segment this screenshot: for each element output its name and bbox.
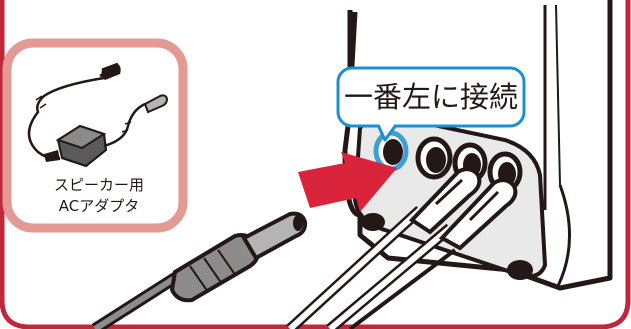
- dc-plug: [91, 211, 308, 329]
- jack-3: [452, 142, 488, 184]
- rca-cable-third: [348, 248, 457, 329]
- callout-text: 一番左に接続: [344, 80, 518, 114]
- inset-caption-line1: スピーカー用: [54, 176, 144, 194]
- callout-box: 一番左に接続: [336, 66, 526, 142]
- insert-arrow-icon: [298, 152, 397, 212]
- jack-2: [415, 136, 453, 180]
- ac-adapter-icon: [27, 62, 169, 168]
- rca-cable-right: [326, 178, 518, 329]
- inset-caption-line2: ACアダプタ: [59, 197, 139, 215]
- rca-cable-left: [286, 167, 482, 329]
- adapter-inset: スピーカー用 ACアダプタ: [2, 38, 188, 233]
